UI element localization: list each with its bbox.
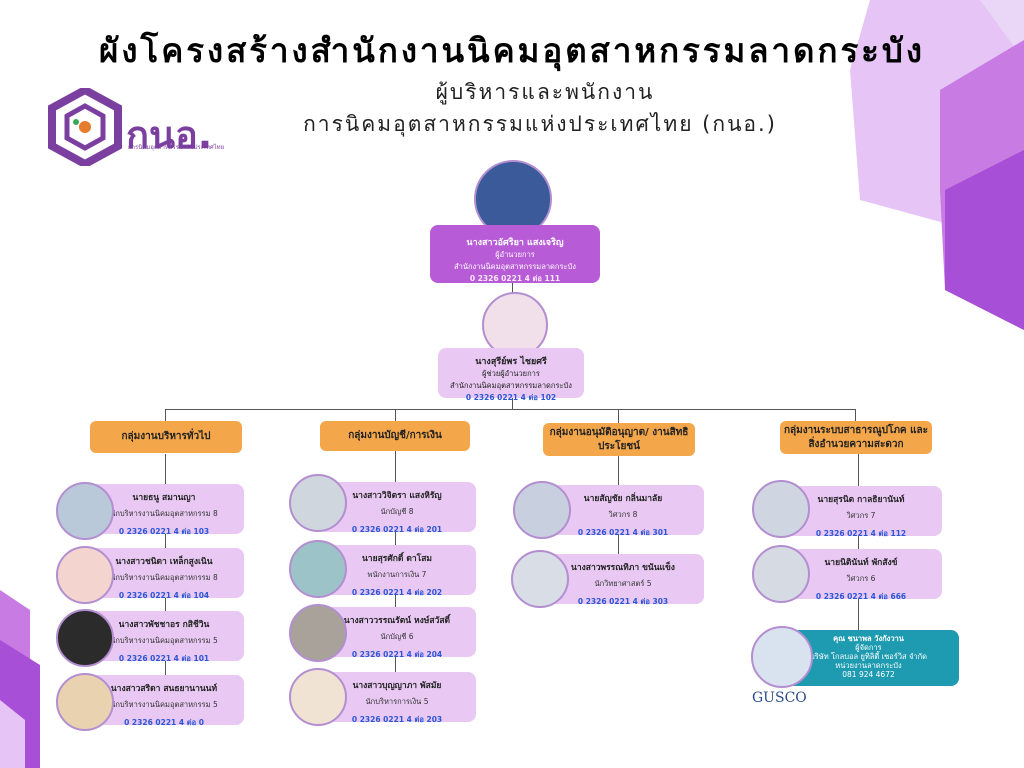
contractor-phone: 081 924 4672 bbox=[842, 670, 895, 679]
staff-phone: 0 2326 0221 4 ต่อ 0 bbox=[124, 718, 204, 727]
gusco-logo-text: GUSCO bbox=[752, 690, 807, 706]
staff-position: พนักงานการเงิน 7 bbox=[367, 570, 427, 579]
staff-position: นักบริหารงานนิคมอุตสาหกรรม 8 bbox=[110, 509, 218, 518]
staff-name: นายสัญชัย กลิ่นมาลัย bbox=[583, 494, 663, 504]
staff-phone: 0 2326 0221 4 ต่อ 201 bbox=[351, 525, 443, 534]
connector-line bbox=[512, 398, 513, 409]
executive-position: ผู้อำนวยการ bbox=[495, 250, 535, 259]
staff-position: วิศวกร 6 bbox=[846, 574, 876, 583]
staff-position: นักบริหารงานนิคมอุตสาหกรรม 5 bbox=[110, 636, 218, 645]
staff-photo bbox=[752, 480, 810, 538]
staff-name: นางสาวชนิดา เหล็กสูงเนิน bbox=[115, 557, 213, 567]
organization-name: การนิคมอุตสาหกรรมแห่งประเทศไทย (กนอ.) bbox=[303, 112, 777, 136]
executive-card: นางสุรีย์พร ไชยศรี ผู้ช่วยผู้อำนวยการ สำ… bbox=[438, 348, 584, 402]
contractor-photo bbox=[751, 626, 813, 688]
executive-office: สำนักงานนิคมอุตสาหกรรมลาดกระบัง bbox=[450, 381, 572, 390]
group-label-accounting-finance: กลุ่มงานบัญชี/การเงิน bbox=[320, 421, 470, 451]
staff-photo bbox=[289, 604, 347, 662]
staff-position: นักบัญชี 8 bbox=[380, 507, 414, 516]
staff-photo bbox=[289, 668, 347, 726]
staff-card: นายสุรศักดิ์ ดาโสม พนักงานการเงิน 7 0 23… bbox=[318, 545, 476, 597]
executive-name: นางสาวอัศริยา แสงเจริญ bbox=[466, 238, 564, 248]
executive-phone: 0 2326 0221 4 ต่อ 111 bbox=[469, 274, 561, 283]
staff-phone: 0 2326 0221 4 ต่อ 303 bbox=[577, 597, 669, 606]
staff-phone: 0 2326 0221 4 ต่อ 203 bbox=[351, 715, 443, 724]
staff-photo bbox=[56, 673, 114, 731]
group-label-permits-privileges: กลุ่มงานอนุมัติอนุญาต/ งานสิทธิประโยชน์ bbox=[543, 423, 695, 456]
staff-phone: 0 2326 0221 4 ต่อ 112 bbox=[815, 529, 907, 538]
staff-photo bbox=[513, 481, 571, 539]
staff-photo bbox=[56, 482, 114, 540]
executive-office: สำนักงานนิคมอุตสาหกรรมลาดกระบัง bbox=[454, 262, 576, 271]
staff-name: นายนิตินันท์ พักสังข์ bbox=[824, 558, 898, 568]
staff-position: วิศวกร 8 bbox=[608, 510, 638, 519]
staff-name: นางสาววิจิตรา แสงหิรัญ bbox=[352, 491, 442, 501]
staff-position: นักบัญชี 6 bbox=[380, 632, 414, 641]
connector-line bbox=[618, 409, 619, 425]
staff-photo bbox=[56, 609, 114, 667]
staff-phone: 0 2326 0221 4 ต่อ 101 bbox=[118, 654, 210, 663]
group-label-utilities-facilities: กลุ่มงานระบบสาธารณูปโภค และสิ่งอำนวยความ… bbox=[780, 421, 932, 454]
staff-phone: 0 2326 0221 4 ต่อ 204 bbox=[351, 650, 443, 659]
connector-line bbox=[395, 409, 396, 423]
staff-card: นางสาวสริดา สนธยานานนท์ นักบริหารงานนิคม… bbox=[84, 675, 244, 727]
staff-name: นางสาวพัชชาอร กสิชีวิน bbox=[118, 620, 210, 630]
staff-phone: 0 2326 0221 4 ต่อ 666 bbox=[815, 592, 907, 601]
connector-line bbox=[858, 454, 859, 630]
staff-photo bbox=[511, 550, 569, 608]
staff-phone: 0 2326 0221 4 ต่อ 104 bbox=[118, 591, 210, 600]
connector-line bbox=[165, 409, 166, 423]
executive-card: นางสาวอัศริยา แสงเจริญ ผู้อำนวยการ สำนัก… bbox=[430, 225, 600, 283]
connector-line bbox=[165, 409, 855, 410]
group-label-general-admin: กลุ่มงานบริหารทั่วไป bbox=[90, 421, 242, 453]
staff-card: นางสาวพรรณทิภา ขนันแข็ง นักวิทยาศาสตร์ 5… bbox=[542, 554, 704, 606]
connector-line bbox=[855, 409, 856, 421]
staff-photo bbox=[752, 545, 810, 603]
staff-position: นักบริหารงานนิคมอุตสาหกรรม 5 bbox=[110, 700, 218, 709]
staff-position: วิศวกร 7 bbox=[846, 511, 876, 520]
staff-name: นายธนู สมานญา bbox=[132, 493, 196, 503]
contractor-unit: หน่วยงานลาดกระบัง bbox=[835, 661, 902, 670]
staff-photo bbox=[289, 540, 347, 598]
staff-phone: 0 2326 0221 4 ต่อ 103 bbox=[118, 527, 210, 536]
staff-position: นักบริหารการเงิน 5 bbox=[365, 697, 429, 706]
staff-name: นางสาวสริดา สนธยานานนท์ bbox=[110, 684, 218, 694]
contractor-position: ผู้จัดการ bbox=[855, 643, 882, 652]
kano-logo-icon bbox=[48, 88, 122, 166]
staff-name: นางสาววรรณรัตน์ หงษ์สวัสดิ์ bbox=[343, 616, 451, 626]
staff-photo bbox=[289, 474, 347, 532]
executive-phone: 0 2326 0221 4 ต่อ 102 bbox=[465, 393, 557, 402]
contractor-name: คุณ ชนาพล วังกังวาน bbox=[833, 634, 904, 643]
gusco-logo: GUSCO bbox=[752, 690, 807, 706]
staff-photo bbox=[56, 546, 114, 604]
staff-name: นางสาวพรรณทิภา ขนันแข็ง bbox=[571, 563, 675, 573]
staff-phone: 0 2326 0221 4 ต่อ 202 bbox=[351, 588, 443, 597]
page-title: ผังโครงสร้างสำนักงานนิคมอุตสาหกรรมลาดกระ… bbox=[99, 31, 925, 70]
staff-name: นายสุรศักดิ์ ดาโสม bbox=[362, 554, 432, 564]
staff-name: นายสุรนิต กาลธิยานันท์ bbox=[817, 495, 905, 505]
staff-name: นางสาวบุญญาภา พัสมัย bbox=[352, 681, 442, 691]
staff-position: นักบริหารงานนิคมอุตสาหกรรม 8 bbox=[110, 573, 218, 582]
contractor-company: บริษัท โกลบอล ยูทิลิตี้ เซอร์วิส จำกัด bbox=[809, 652, 928, 661]
page-subtitle: ผู้บริหารและพนักงาน bbox=[435, 80, 655, 104]
staff-phone: 0 2326 0221 4 ต่อ 301 bbox=[577, 528, 669, 537]
connector-line bbox=[512, 280, 513, 300]
logo-text: กนอ. bbox=[126, 113, 213, 157]
executive-position: ผู้ช่วยผู้อำนวยการ bbox=[482, 369, 540, 378]
executive-name: นางสุรีย์พร ไชยศรี bbox=[475, 357, 547, 367]
staff-position: นักวิทยาศาสตร์ 5 bbox=[594, 579, 652, 588]
logo-subtext: การนิคมอุตสาหกรรมแห่งประเทศไทย bbox=[128, 144, 225, 151]
